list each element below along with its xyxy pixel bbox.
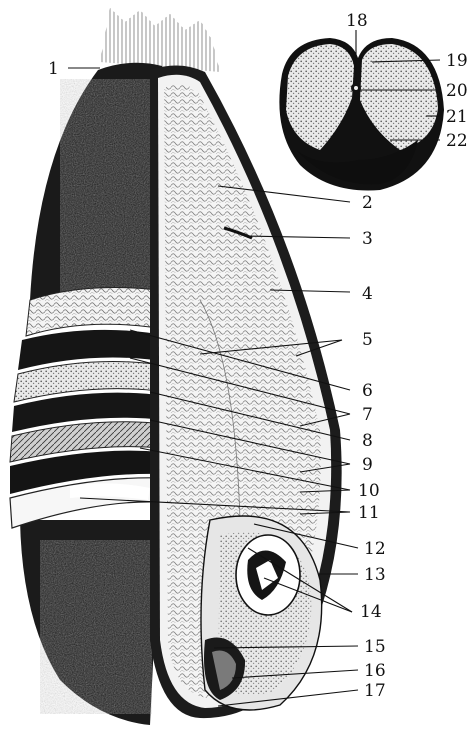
callout-16: 16 — [364, 661, 386, 681]
callout-17: 17 — [364, 681, 386, 701]
callout-19: 19 — [446, 51, 468, 71]
callout-12: 12 — [364, 539, 386, 559]
callout-18: 18 — [346, 11, 368, 31]
callout-6: 6 — [362, 381, 373, 401]
callout-8: 8 — [362, 431, 373, 451]
callout-1: 1 — [48, 59, 59, 79]
callout-15: 15 — [364, 637, 386, 657]
callout-7: 7 — [362, 405, 373, 425]
callout-10: 10 — [358, 481, 380, 501]
callout-11: 11 — [358, 503, 380, 523]
callout-20: 20 — [446, 81, 468, 101]
callout-3: 3 — [362, 229, 373, 249]
callout-22: 22 — [446, 131, 468, 151]
callout-14: 14 — [360, 602, 382, 622]
callout-2: 2 — [362, 193, 373, 213]
brush-hairs — [100, 8, 220, 72]
embryo — [201, 516, 322, 710]
callout-9: 9 — [362, 455, 373, 475]
callout-13: 13 — [364, 565, 386, 585]
callout-21: 21 — [446, 107, 468, 127]
callout-5: 5 — [362, 330, 373, 350]
callout-4: 4 — [362, 284, 373, 304]
